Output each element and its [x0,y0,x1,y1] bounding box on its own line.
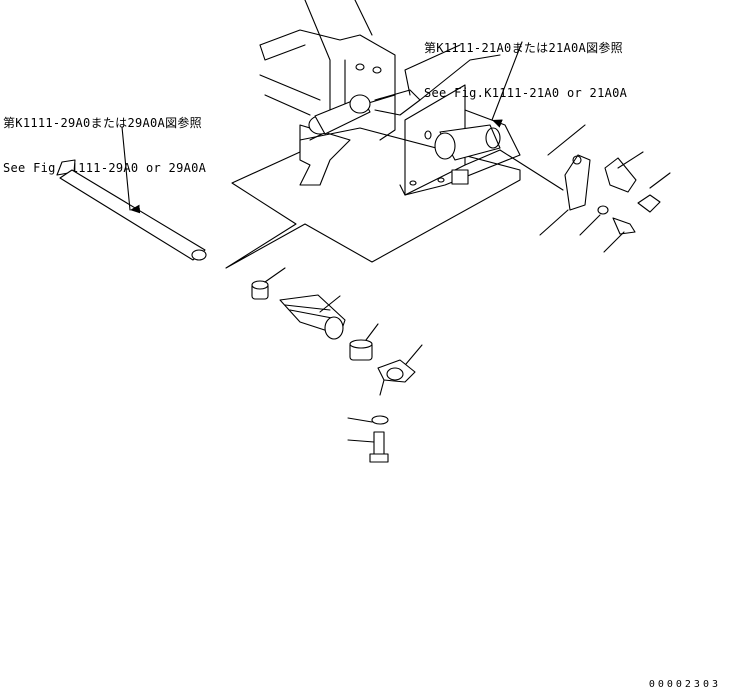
lever-link [604,157,637,193]
leader-lines [121,41,671,443]
bushing-second [349,339,373,361]
right-reference-en: See Fig.K1111-21A0 or 21A0A [424,86,628,100]
lever-plate [564,154,591,211]
right-reference-jp: 第K1111-21A0または21A0A図参照 [424,41,623,55]
pivot-bracket [399,84,521,196]
clamp-block [377,359,416,396]
bushing-small [251,280,269,300]
document-number: 00002303 [648,679,721,690]
frame-assembly [259,0,501,186]
small-bolt [612,217,636,235]
tapered-sleeve [279,294,346,340]
left-reference-jp: 第K1111-29A0または29A0A図参照 [3,116,202,130]
bolt [369,431,389,463]
washer [371,415,389,425]
right-reference-callout: 第K1111-21A0または21A0A図参照 See Fig.K1111-21A… [424,11,627,116]
small-washer [597,205,609,215]
cap-bolt [637,194,661,213]
control-rod [56,159,207,261]
